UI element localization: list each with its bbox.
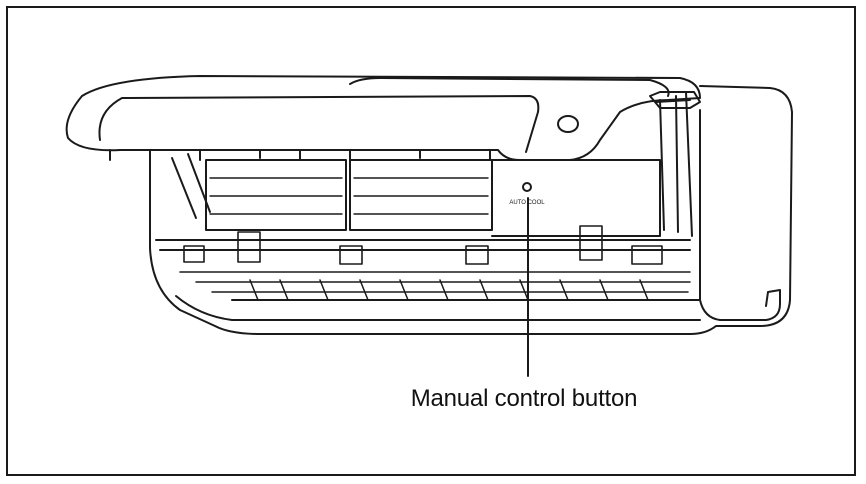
filter-frame-right bbox=[349, 159, 493, 231]
strut-tabs bbox=[109, 149, 491, 161]
panel-inner-edge bbox=[98, 95, 540, 153]
filter-mesh-lines bbox=[209, 177, 489, 215]
hinge-bracket bbox=[649, 91, 701, 109]
bottom-lip bbox=[175, 295, 701, 321]
vent-clips bbox=[183, 225, 663, 265]
front-panel-cover bbox=[65, 75, 701, 161]
right-side-cap bbox=[699, 109, 781, 321]
inner-wall bbox=[491, 159, 661, 237]
panel-indicator-window bbox=[557, 115, 579, 133]
panel-hinge bbox=[655, 91, 693, 237]
louver-slats bbox=[179, 271, 691, 301]
louver-top-rail bbox=[155, 239, 691, 251]
filter-frame-left bbox=[205, 159, 347, 231]
manual-control-button-icon bbox=[522, 182, 532, 192]
panel-fold-line bbox=[349, 77, 670, 97]
callout-label-manual-control-button: Manual control button bbox=[410, 385, 638, 412]
unit-body-outline bbox=[149, 85, 793, 335]
strut-left bbox=[171, 153, 211, 219]
